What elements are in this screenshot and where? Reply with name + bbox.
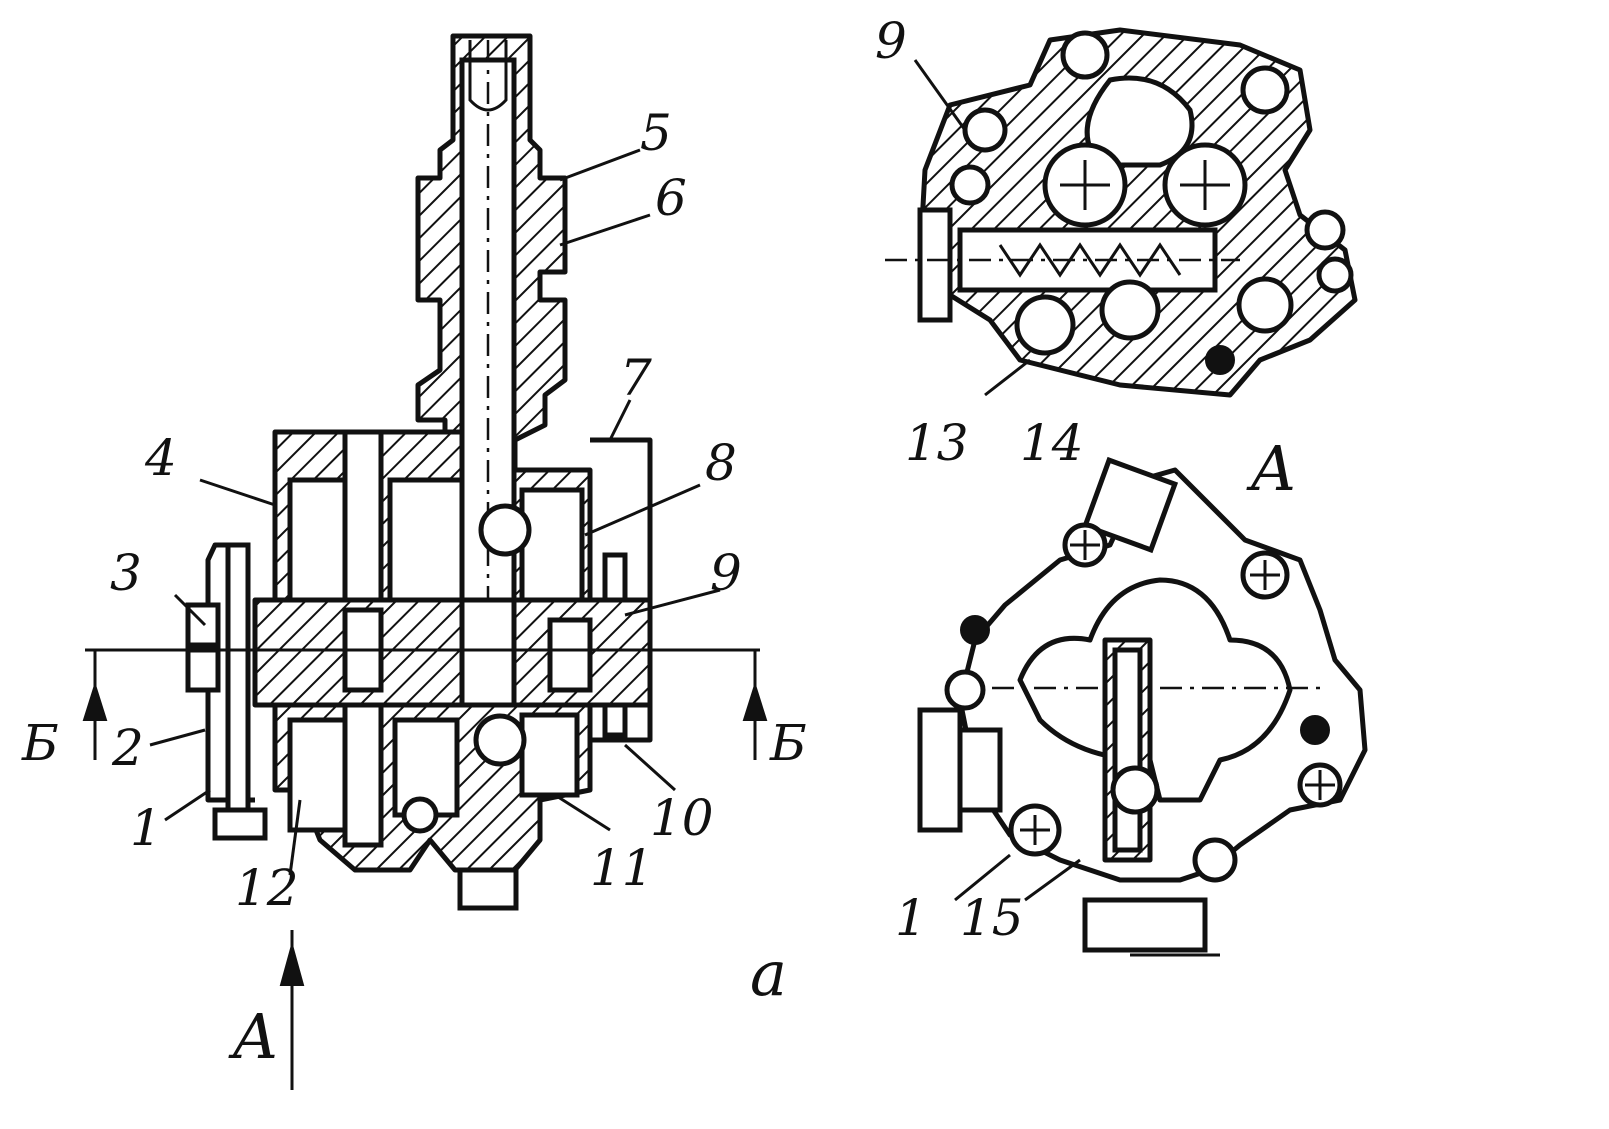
section-label-b-right: Б bbox=[769, 714, 807, 772]
callout-11: 11 bbox=[590, 839, 654, 897]
relief-valve-spring bbox=[957, 227, 1218, 293]
callout-7: 7 bbox=[620, 349, 652, 407]
upper-pin bbox=[342, 429, 384, 615]
view-a-title: А bbox=[1246, 432, 1297, 505]
ball-valve-lower bbox=[473, 713, 527, 767]
bolt-hole-2 bbox=[1240, 65, 1290, 115]
shaft-slot bbox=[468, 40, 508, 112]
bolt-hole-7 bbox=[1236, 276, 1294, 334]
main-section-view: 1 2 3 4 5 6 7 8 9 10 11 12 Б Б А а bbox=[21, 33, 807, 1090]
lower-pin bbox=[342, 702, 384, 848]
callout-2: 2 bbox=[111, 719, 144, 777]
callout-10: 10 bbox=[650, 789, 714, 847]
bolt-hole-solid bbox=[1205, 345, 1235, 375]
ball-valve-upper bbox=[478, 503, 532, 557]
callout-9: 9 bbox=[710, 544, 742, 602]
view-a-plug bbox=[917, 707, 963, 833]
callout-5: 5 bbox=[640, 104, 672, 162]
view-a-bottom-nut bbox=[1082, 897, 1208, 953]
callout-1: 1 bbox=[130, 799, 162, 857]
callout-1-view-a: 1 bbox=[895, 889, 927, 947]
section-b-view: 9 13 14 bbox=[875, 12, 1358, 472]
callout-12: 12 bbox=[235, 859, 299, 917]
callout-6: 6 bbox=[655, 169, 687, 227]
callout-9-top: 9 bbox=[875, 12, 907, 70]
view-a-outlet-fitting bbox=[1081, 456, 1179, 554]
washer-3-bottom bbox=[185, 647, 221, 693]
callout-4: 4 bbox=[144, 429, 177, 487]
bolt-1 bbox=[225, 542, 251, 813]
bolt-hole-9 bbox=[1316, 256, 1354, 294]
upper-gear-right bbox=[519, 487, 585, 603]
arrowhead-right bbox=[742, 681, 768, 721]
callout-15: 15 bbox=[960, 889, 1024, 947]
bolt-hole-1 bbox=[1060, 30, 1110, 80]
callout-8: 8 bbox=[705, 434, 737, 492]
callout-14: 14 bbox=[1020, 414, 1084, 472]
bolt-hole-6 bbox=[1099, 279, 1161, 341]
cover-7 bbox=[590, 437, 653, 743]
arrowhead-left bbox=[82, 681, 108, 721]
view-a-inner bbox=[1017, 577, 1293, 803]
view-a-arrow-label: А bbox=[228, 1000, 279, 1073]
caption-letter: а bbox=[750, 937, 787, 1010]
small-bolt-lower bbox=[401, 796, 439, 834]
view-a: А 1 15 bbox=[895, 432, 1368, 957]
bolt-hole-8 bbox=[1304, 209, 1346, 251]
lower-gear-right bbox=[519, 712, 580, 798]
bolt-hole-4 bbox=[949, 164, 991, 206]
middle-plate-bore bbox=[459, 597, 517, 708]
shaft-nut bbox=[457, 867, 519, 911]
callout-3: 3 bbox=[110, 544, 142, 602]
main-leaders bbox=[149, 148, 721, 876]
bolt-hole-3 bbox=[962, 107, 1008, 153]
middle-plate-right-bore bbox=[547, 617, 593, 693]
bolt-hole-5 bbox=[1014, 294, 1076, 356]
bolt-1-head bbox=[212, 807, 268, 841]
upper-gear-mid bbox=[387, 477, 465, 603]
view-a-side-block bbox=[957, 727, 1003, 813]
view-a-arrowhead bbox=[279, 941, 305, 986]
section-label-b-left: Б bbox=[21, 714, 59, 772]
callout-13: 13 bbox=[905, 414, 969, 472]
relief-valve-plug bbox=[917, 207, 953, 323]
